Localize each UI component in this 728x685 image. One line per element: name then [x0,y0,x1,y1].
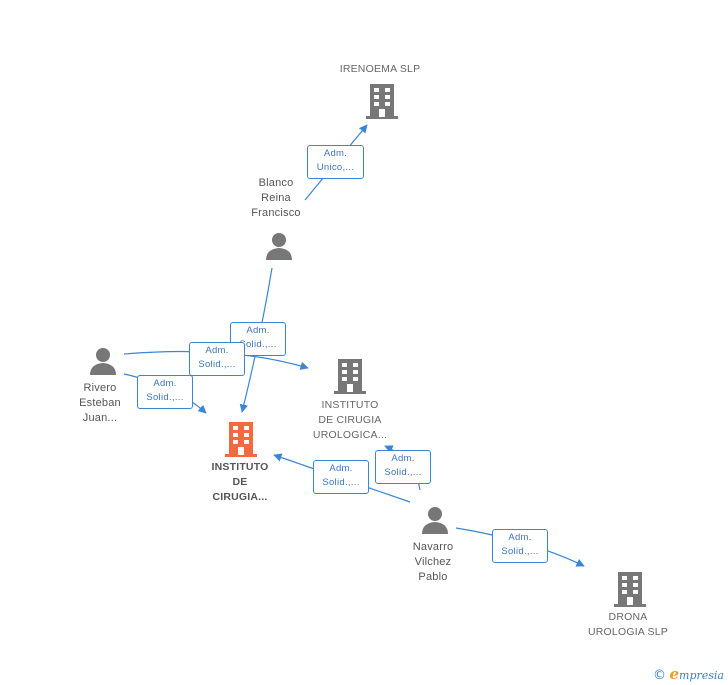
brand-name: mpresia [679,669,724,682]
building-icon[interactable] [334,357,366,395]
building-icon[interactable] [366,82,398,120]
edge-label-rivero-instituto-uro[interactable]: Adm. Solid.,... [189,342,245,376]
edge-label-blanco-irenoema[interactable]: Adm. Unico,... [307,145,364,179]
edge-label-rivero-instituto-main[interactable]: Adm. Solid.,... [137,375,193,409]
edge-label-navarro-instituto-uro[interactable]: Adm. Solid.,... [375,450,431,484]
node-blanco-label[interactable]: Blanco Reina Francisco [251,177,301,219]
node-instituto-main-label[interactable]: INSTITUTO DE CIRUGIA... [211,461,269,503]
person-icon[interactable] [264,231,294,261]
edge-label-navarro-drona[interactable]: Adm. Solid.,... [492,529,548,563]
empresia-logo[interactable]: © empresia [653,665,724,683]
person-icon[interactable] [420,505,450,535]
node-rivero-label[interactable]: Rivero Esteban Juan... [79,382,121,424]
person-icon[interactable] [88,346,118,376]
building-icon[interactable] [614,570,646,608]
node-drona-label[interactable]: DRONA UROLOGIA SLP [587,611,668,638]
building-icon[interactable] [225,420,257,458]
node-irenoema-label[interactable]: IRENOEMA SLP [339,63,421,75]
node-instituto-urologica-label[interactable]: INSTITUTO DE CIRUGIA UROLOGICA... [312,399,388,441]
brand-e: e [669,665,680,683]
copyright-symbol: © [652,668,666,683]
edge-label-navarro-instituto-main[interactable]: Adm. Solid.,... [313,460,369,494]
node-navarro-label[interactable]: Navarro Vilchez Pablo [412,541,454,583]
